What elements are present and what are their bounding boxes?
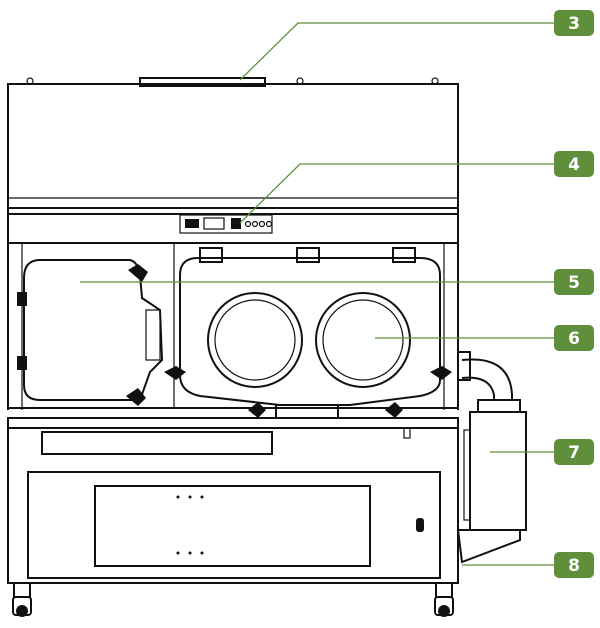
callout-8-label: 8 <box>568 556 580 576</box>
caster-left <box>12 596 32 617</box>
filter-canister <box>456 351 527 570</box>
side-door <box>17 259 164 406</box>
callout-3-label: 3 <box>568 14 580 34</box>
callout-7-label: 7 <box>568 443 580 463</box>
callout-6: 6 <box>554 325 594 351</box>
callout-7: 7 <box>554 439 594 465</box>
callout-4: 4 <box>554 151 594 177</box>
callout-4-label: 4 <box>568 155 580 175</box>
callout-5: 5 <box>554 269 594 295</box>
chamber-frame <box>7 243 459 410</box>
leader-lines <box>80 22 556 566</box>
front-window <box>164 247 452 419</box>
callout-badges: 3 4 5 6 7 8 <box>554 10 594 578</box>
base-cabinet <box>7 417 459 598</box>
callout-8: 8 <box>554 552 594 578</box>
control-panel-band <box>7 207 459 244</box>
caster-right <box>434 596 454 617</box>
callout-3: 3 <box>554 10 594 36</box>
hood-housing <box>7 77 459 215</box>
callout-5-label: 5 <box>568 273 580 293</box>
callout-6-label: 6 <box>568 329 580 349</box>
